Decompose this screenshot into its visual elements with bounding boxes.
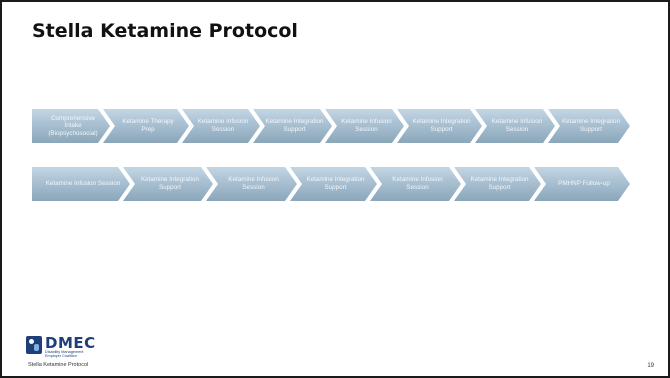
process-step: Ketamine Infusion Session bbox=[370, 167, 461, 201]
process-step: Ketamine Infusion Session bbox=[182, 109, 260, 143]
process-step: Ketamine Integration Support bbox=[290, 167, 377, 201]
logo-name: DMEC bbox=[45, 334, 96, 352]
dmec-logo-icon bbox=[26, 336, 42, 354]
process-step: Ketamine Integration Support bbox=[548, 109, 630, 143]
logo-subtitle-1: Disability Management bbox=[45, 350, 84, 354]
process-step: Ketamine Infusion Session bbox=[475, 109, 555, 143]
process-step: Ketamine Infusion Session bbox=[325, 109, 404, 143]
footer-label: Stella Ketamine Protocol bbox=[28, 362, 89, 368]
process-step: Ketamine Infusion Session bbox=[32, 167, 130, 201]
process-step: PMHNP Follow-up bbox=[534, 167, 630, 201]
process-step: Ketamine Integration Support bbox=[397, 109, 482, 143]
process-step: Ketamine Integration Support bbox=[123, 167, 213, 201]
dmec-logo: DMEC Disability Management Employer Coal… bbox=[26, 336, 96, 359]
process-step: Ketamine Integration Support bbox=[454, 167, 541, 201]
logo-subtitle-2: Employer Coalition bbox=[45, 354, 77, 359]
process-step: Ketamine Integration Support bbox=[253, 109, 332, 143]
process-step: Ketamine Therapy Prep bbox=[103, 109, 189, 143]
process-step: Comprehensive Intake (Biopsychosocial) bbox=[32, 109, 110, 143]
slide-title: Stella Ketamine Protocol bbox=[32, 20, 298, 42]
page-number: 19 bbox=[647, 363, 654, 369]
process-step: Ketamine Infusion Session bbox=[206, 167, 297, 201]
